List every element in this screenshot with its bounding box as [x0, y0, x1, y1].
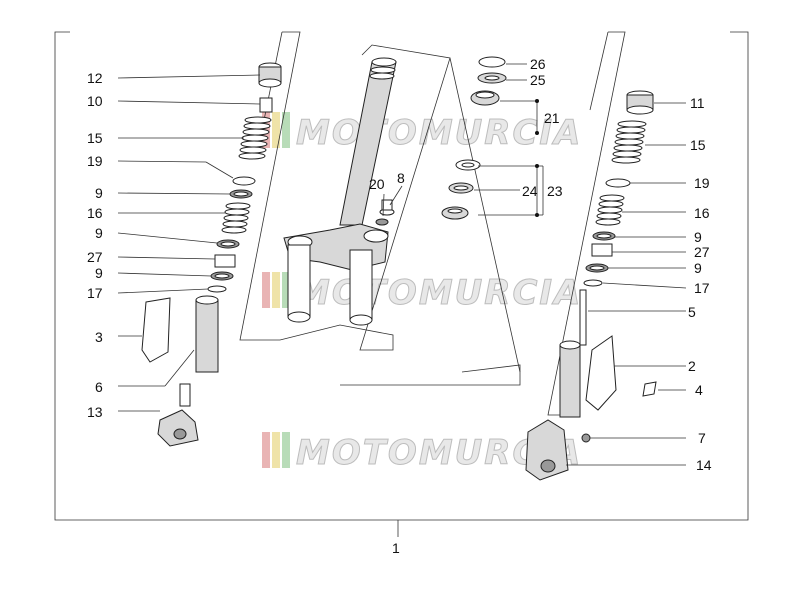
callout-4: 4 [695, 382, 703, 398]
headset-bearing-stack [441, 56, 544, 220]
callout-15-left: 15 [87, 130, 103, 146]
left-spring-upper [238, 116, 272, 160]
watermark-text-top: MOTOMURCIA [296, 113, 582, 153]
callout-1: 1 [392, 540, 400, 556]
callout-27-left: 27 [87, 249, 103, 265]
callout-19-left: 19 [87, 153, 103, 169]
callout-26: 26 [530, 56, 546, 72]
callout-14: 14 [696, 457, 712, 473]
callout-10: 10 [87, 93, 103, 109]
callout-9-right-b: 9 [694, 260, 702, 276]
callout-7: 7 [698, 430, 706, 446]
callout-6: 6 [95, 379, 103, 395]
callout-17-right: 17 [694, 280, 710, 296]
callout-9-left-c: 9 [95, 265, 103, 281]
callout-9-left-a: 9 [95, 185, 103, 201]
callout-8: 8 [397, 170, 405, 186]
callout-15-right: 15 [690, 137, 706, 153]
callout-2: 2 [688, 358, 696, 374]
right-spring-lower [595, 194, 625, 226]
left-leg-assembly [141, 31, 301, 447]
callout-13: 13 [87, 404, 103, 420]
callout-12: 12 [87, 70, 103, 86]
callout-17-left: 17 [87, 285, 103, 301]
callout-16-left: 16 [87, 205, 103, 221]
callout-25: 25 [530, 72, 546, 88]
callout-20: 20 [369, 176, 385, 192]
callout-9-left-b: 9 [95, 225, 103, 241]
right-spring-upper [611, 120, 647, 164]
callout-27-right: 27 [694, 244, 710, 260]
central-steering-assembly [279, 44, 521, 386]
watermark-text-middle: MOTOMURCIA [296, 273, 582, 313]
callout-labels: 1 2 3 4 5 6 7 8 9 9 9 9 9 10 11 12 13 14… [87, 56, 712, 556]
callout-23: 23 [547, 183, 563, 199]
callout-3: 3 [95, 329, 103, 345]
callout-21: 21 [544, 110, 560, 126]
diagram-frame [54, 31, 749, 537]
right-leg-assembly [525, 31, 657, 481]
callout-24: 24 [522, 183, 538, 199]
callout-11: 11 [690, 95, 705, 111]
callout-16-right: 16 [694, 205, 710, 221]
callout-9-right-a: 9 [694, 229, 702, 245]
callout-5: 5 [688, 304, 696, 320]
left-spring-lower [221, 202, 251, 234]
callout-19-right: 19 [694, 175, 710, 191]
leader-lines [117, 63, 687, 466]
